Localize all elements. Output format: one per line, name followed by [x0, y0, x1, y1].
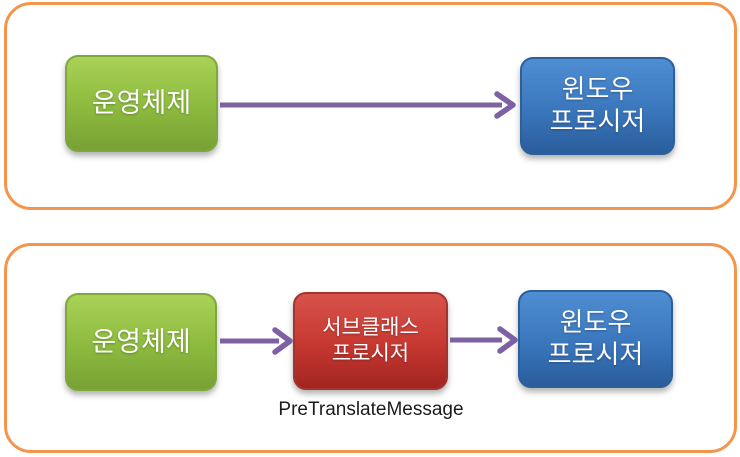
- node-subclass-procedure-label: 서브클래스 프로시저: [322, 316, 419, 365]
- node-window-procedure-top: 윈도우 프로시저: [520, 57, 675, 155]
- node-window-procedure-bottom: 윈도우 프로시저: [518, 290, 673, 388]
- node-os-top-label: 운영체제: [91, 88, 192, 119]
- node-subclass-procedure: 서브클래스 프로시저: [293, 292, 448, 390]
- node-os-bottom-label: 운영체제: [91, 326, 191, 357]
- node-window-procedure-bottom-label: 윈도우 프로시저: [547, 307, 644, 369]
- node-os-top: 운영체제: [65, 55, 218, 152]
- node-window-procedure-top-label: 윈도우 프로시저: [549, 74, 646, 136]
- pretranslatemessage-label: PreTranslateMessage: [278, 399, 464, 420]
- node-os-bottom: 운영체제: [65, 293, 217, 391]
